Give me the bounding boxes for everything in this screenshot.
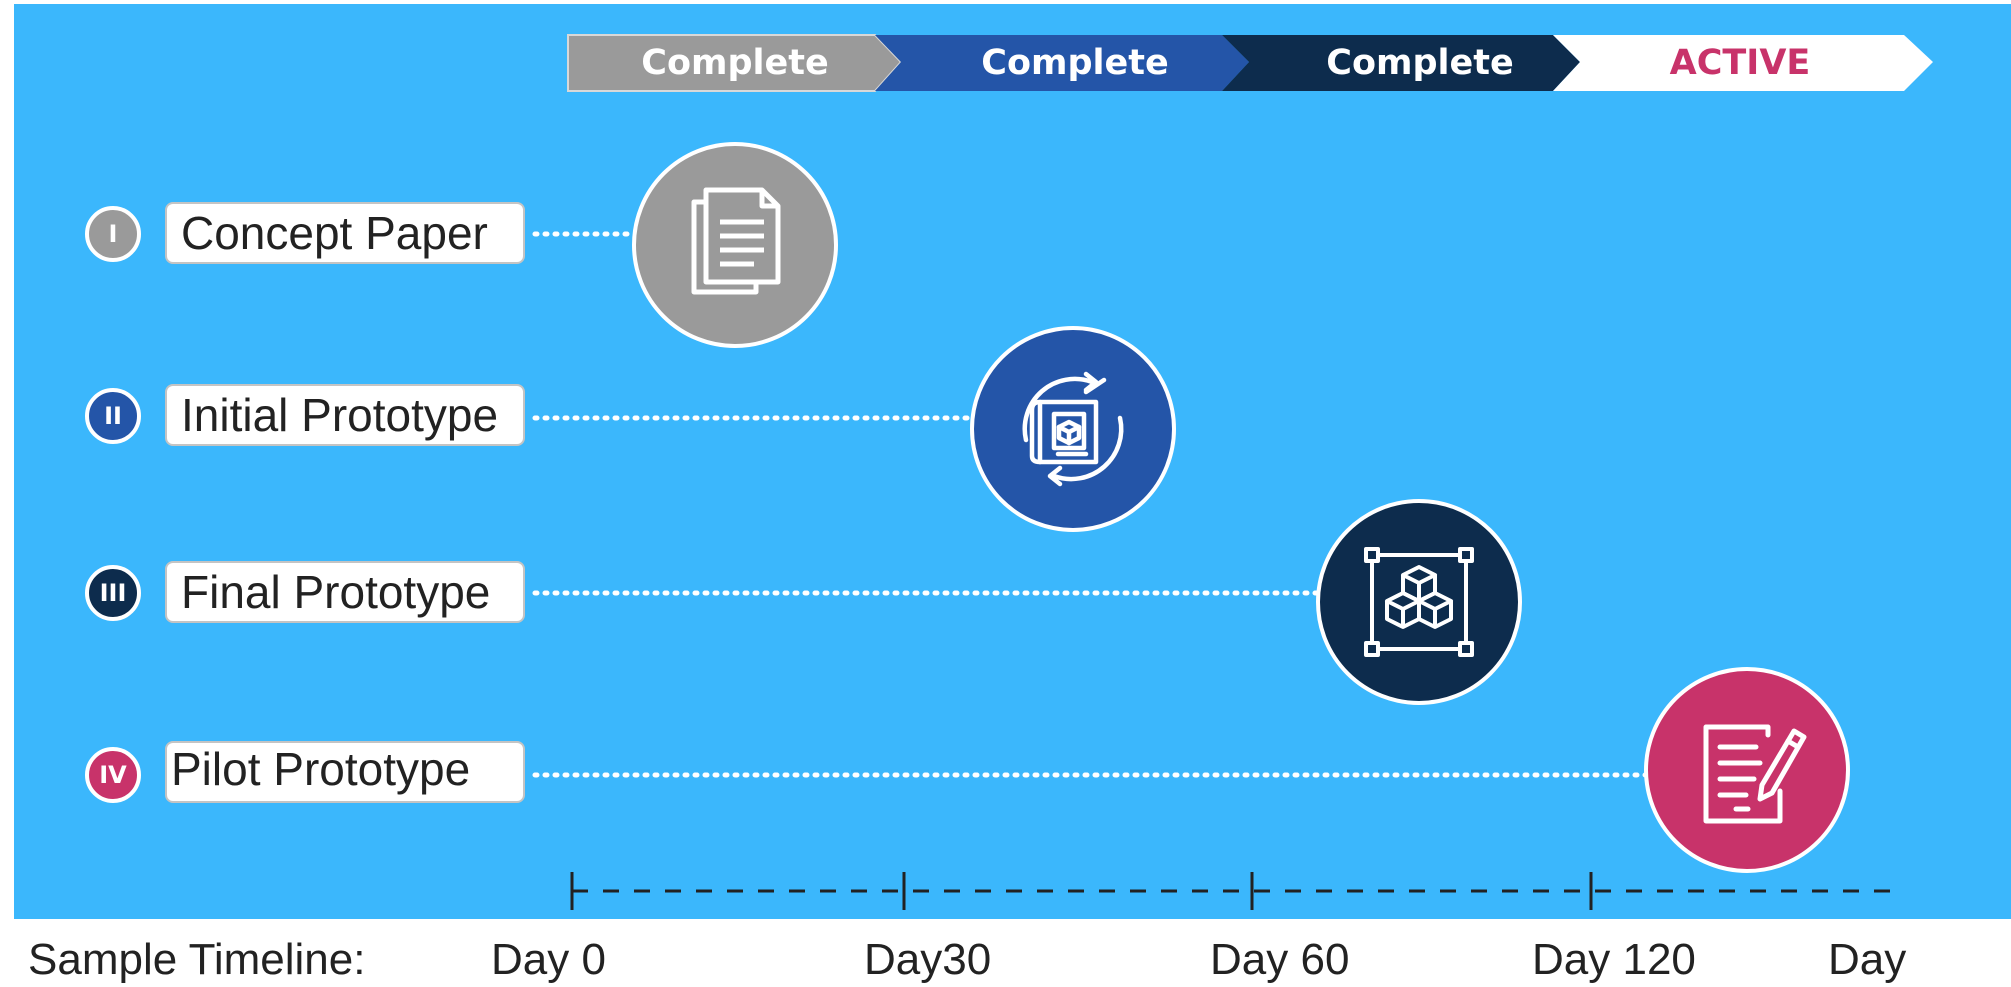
blueprint-cycle-icon <box>970 326 1176 532</box>
cubes-icon <box>1316 499 1522 705</box>
status-step-3-label: Complete <box>1326 43 1514 83</box>
phase-1-badge: I <box>85 206 141 262</box>
status-step-3-shape <box>1222 35 1580 91</box>
phase-3-badge: III <box>85 565 141 621</box>
signed-document-icon <box>1644 667 1850 873</box>
status-bar <box>567 34 1933 92</box>
timeline-label-day-end: Day <box>1828 935 1907 984</box>
status-step-4-label: ACTIVE <box>1669 43 1811 83</box>
phase-3-label: Final Prototype <box>165 561 525 623</box>
timeline-title: Sample Timeline: <box>28 935 366 984</box>
document-icon <box>632 142 838 348</box>
status-step-2-label: Complete <box>981 43 1169 83</box>
phase-1-label: Concept Paper <box>165 202 525 264</box>
timeline-label-day30: Day30 <box>864 935 992 984</box>
phase-4-badge: IV <box>85 747 141 803</box>
timeline-label-day120: Day 120 <box>1532 935 1696 984</box>
phase-4-label: Pilot Prototype <box>165 741 525 803</box>
status-step-2-shape <box>875 35 1249 91</box>
timeline-axis <box>570 872 1900 910</box>
phase-2-label: Initial Prototype <box>165 384 525 446</box>
status-step-1-label: Complete <box>641 43 829 83</box>
timeline-label-day0: Day 0 <box>491 935 606 984</box>
timeline-label-day60: Day 60 <box>1210 935 1350 984</box>
phase-2-badge: II <box>85 388 141 444</box>
status-step-4-shape <box>1553 35 1933 91</box>
